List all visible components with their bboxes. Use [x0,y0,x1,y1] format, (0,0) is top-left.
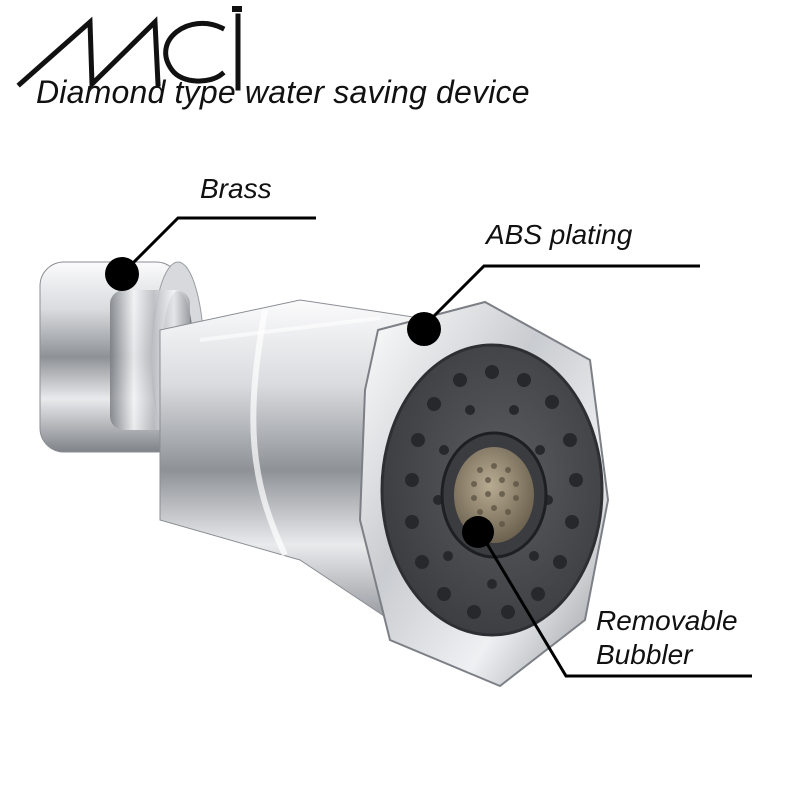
leader-brass [122,216,316,274]
label-bubbler-line2: Bubbler [596,639,693,670]
removable-bubbler [440,431,548,559]
marker-bubbler [462,516,494,548]
page-title: Diamond type water saving device [36,74,530,110]
leader-abs [422,264,700,328]
label-removable-bubbler: Removable Bubbler [596,604,738,672]
label-bubbler-line1: Removable [596,605,738,636]
leader-bubbler [478,531,752,678]
aerator-body [159,299,421,641]
marker-brass [105,257,139,291]
leader-lines [122,216,752,678]
label-abs-plating: ABS plating [486,219,633,250]
label-brass: Brass [200,173,272,204]
brand-logo [16,6,242,91]
marker-abs [407,312,441,346]
